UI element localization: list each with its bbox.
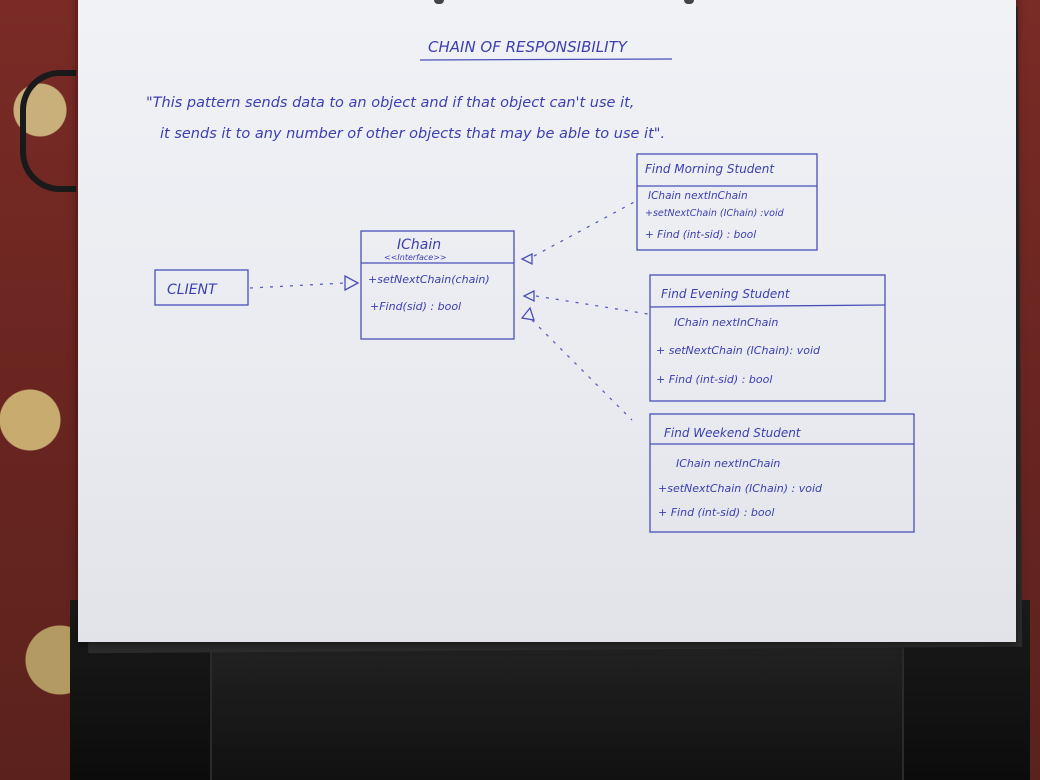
realization-line-evening bbox=[535, 295, 649, 315]
weekend-method-2: + Find (int-sid) : bool bbox=[658, 506, 774, 519]
morning-method-2: + Find (int-sid) : bool bbox=[645, 229, 756, 241]
realization-arrowhead-3 bbox=[520, 306, 535, 321]
realization-line-weekend bbox=[531, 319, 633, 421]
ichain-method-1: +setNextChain(chain) bbox=[368, 273, 490, 286]
binder-ring bbox=[684, 0, 694, 4]
evening-method-1: + setNextChain (IChain): void bbox=[656, 344, 821, 357]
ichain-name: IChain bbox=[397, 237, 441, 253]
realization-arrowhead-1 bbox=[520, 252, 533, 266]
weekend-method-1: +setNextChain (IChain) : void bbox=[658, 482, 823, 495]
client-box: CLIENT bbox=[154, 269, 249, 306]
binder-ring bbox=[434, 0, 444, 4]
ichain-interface-box: IChain <<Interface>> +setNextChain(chain… bbox=[360, 230, 515, 340]
weekend-class-name: Find Weekend Student bbox=[664, 426, 802, 440]
evening-student-box: Find Evening Student IChain nextInChain … bbox=[649, 274, 886, 402]
folder-pocket bbox=[210, 640, 904, 780]
ichain-stereotype: <<Interface>> bbox=[384, 253, 447, 262]
morning-method-1: +setNextChain (IChain) :void bbox=[645, 208, 785, 219]
evening-class-name: Find Evening Student bbox=[661, 287, 791, 301]
client-association bbox=[249, 282, 346, 289]
paper-sheet bbox=[78, 0, 1016, 642]
client-label: CLIENT bbox=[167, 282, 218, 298]
morning-class-name: Find Morning Student bbox=[645, 162, 775, 176]
title-underline bbox=[419, 58, 673, 61]
quote-line-1: "This pattern sends data to an object an… bbox=[146, 95, 634, 111]
morning-student-box: Find Morning Student IChain nextInChain … bbox=[636, 153, 818, 251]
evening-attribute: IChain nextInChain bbox=[674, 316, 778, 329]
pen-cord bbox=[20, 70, 76, 192]
morning-attribute: IChain nextInChain bbox=[648, 190, 748, 202]
diagram-title: CHAIN OF RESPONSIBILITY bbox=[428, 38, 629, 56]
weekend-attribute: IChain nextInChain bbox=[676, 457, 780, 470]
realization-arrowhead-2 bbox=[522, 289, 535, 303]
realization-line-morning bbox=[533, 199, 639, 257]
association-arrowhead bbox=[344, 274, 360, 292]
weekend-student-box: Find Weekend Student IChain nextInChain … bbox=[649, 413, 915, 533]
quote-line-2: it sends it to any number of other objec… bbox=[160, 126, 665, 142]
ichain-method-2: +Find(sid) : bool bbox=[370, 300, 461, 313]
evening-method-2: + Find (int-sid) : bool bbox=[656, 373, 772, 386]
